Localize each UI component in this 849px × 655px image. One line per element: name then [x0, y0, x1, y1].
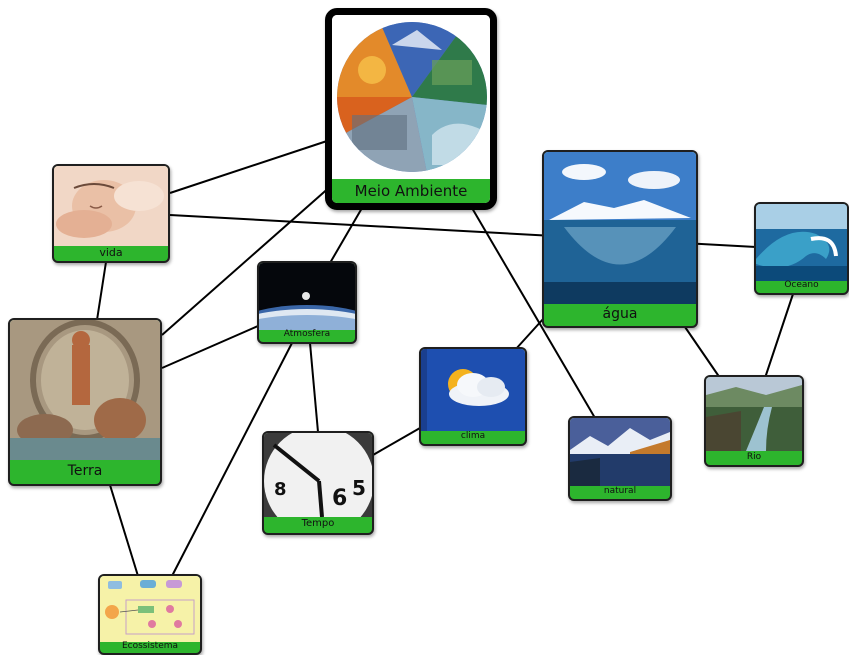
node-label: vida — [99, 246, 123, 259]
node-label: Rio — [746, 452, 762, 462]
node-oceano[interactable]: Oceano — [754, 202, 849, 295]
mosaic-image — [10, 320, 160, 460]
edge-meio-ambiente-natural — [471, 207, 596, 419]
edge-terra-atmosfera — [161, 325, 259, 369]
node-label: natural — [603, 486, 637, 496]
node-tempo[interactable]: 6 5 8 Tempo — [262, 431, 374, 535]
svg-text:8: 8 — [274, 479, 287, 500]
node-label: Meio Ambiente — [332, 179, 490, 203]
node-ecossistema[interactable]: Ecossistema — [98, 574, 202, 655]
edge-atmosfera-tempo — [309, 342, 319, 433]
baby-photo-image — [54, 166, 168, 246]
edge-clima-agua — [514, 317, 545, 351]
edge-atmosfera-ecossistema — [171, 342, 293, 577]
ocean-wave-image — [756, 204, 847, 281]
edge-agua-rio — [684, 326, 721, 379]
ecosystem-diagram-image — [100, 576, 200, 642]
weather-cloud-sun-image — [421, 349, 525, 431]
node-meio-ambiente[interactable]: Meio Ambiente — [325, 8, 497, 210]
edge-vida-terra — [96, 261, 107, 321]
node-rio[interactable]: Rio — [704, 375, 804, 467]
environment-collage-image — [332, 15, 490, 180]
node-label: Ecossistema — [121, 641, 179, 651]
node-label: água — [602, 306, 638, 322]
edge-terra-ecossistema — [109, 484, 139, 577]
node-vida[interactable]: vida — [52, 164, 170, 263]
edge-meio-ambiente-vida — [169, 139, 331, 194]
edge-meio-ambiente-atmosfera — [329, 207, 363, 264]
node-label: Oceano — [784, 280, 819, 290]
mountain-lake-image — [570, 418, 670, 486]
node-label: Tempo — [301, 518, 335, 529]
node-agua[interactable]: água — [542, 150, 698, 328]
svg-text:5: 5 — [352, 476, 366, 500]
iceberg-image — [544, 152, 696, 304]
clock-image: 6 5 8 — [264, 433, 372, 517]
node-clima[interactable]: clima — [419, 347, 527, 446]
node-label: Atmosfera — [283, 329, 331, 339]
node-atmosfera[interactable]: Atmosfera — [257, 261, 357, 344]
node-natural[interactable]: natural — [568, 416, 672, 501]
edge-meio-ambiente-terra — [161, 177, 341, 336]
node-label: clima — [460, 431, 486, 441]
edge-tempo-clima — [372, 427, 421, 456]
svg-text:6: 6 — [332, 486, 347, 511]
edge-oceano-rio — [764, 293, 794, 379]
river-canyon-image — [706, 377, 802, 451]
node-label: Terra — [67, 463, 103, 479]
earth-atmosphere-image — [259, 263, 355, 330]
node-terra[interactable]: Terra — [8, 318, 162, 486]
